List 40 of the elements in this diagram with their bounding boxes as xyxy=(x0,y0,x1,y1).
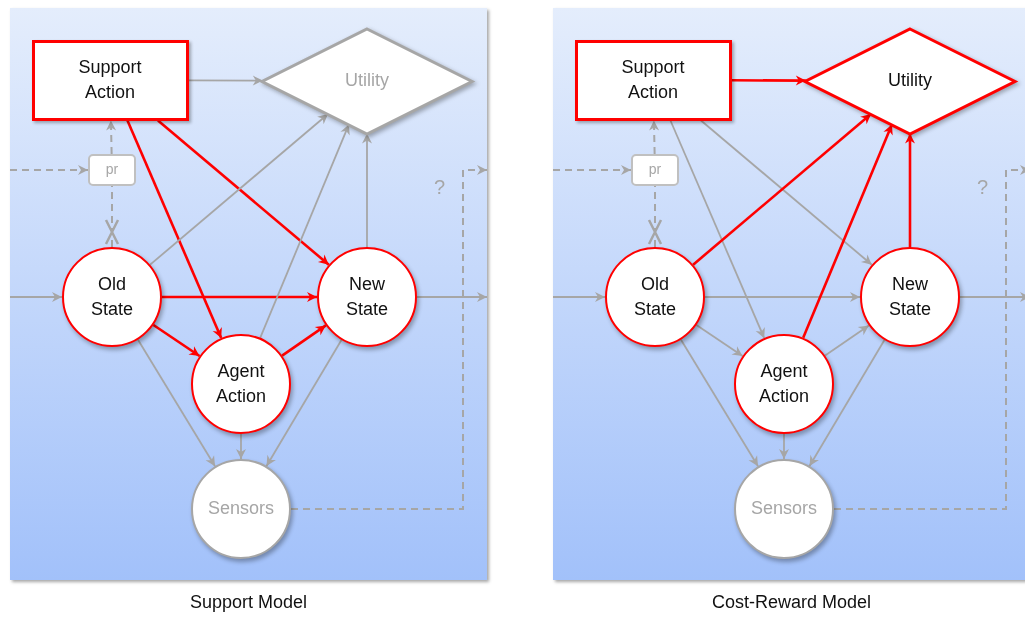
arrow xyxy=(152,323,201,358)
arrow xyxy=(281,324,327,357)
arrow xyxy=(649,119,660,155)
parameter-box: pr xyxy=(88,154,136,186)
arrow xyxy=(808,339,886,467)
arrow xyxy=(680,338,759,468)
arrow xyxy=(290,165,488,510)
process-box: Support Action xyxy=(574,39,732,121)
arrow xyxy=(731,75,806,86)
arrow xyxy=(905,133,915,247)
arrow xyxy=(669,119,766,339)
arrow xyxy=(959,292,1025,302)
arrow xyxy=(9,292,63,302)
arrow xyxy=(259,123,350,339)
arrow xyxy=(833,165,1025,510)
question-mark-label: ? xyxy=(977,176,989,199)
parameter-box: pr xyxy=(631,154,679,186)
arrow xyxy=(416,292,488,302)
arrow xyxy=(552,165,632,175)
arrow xyxy=(236,433,246,460)
arrow xyxy=(695,324,744,357)
arrow xyxy=(137,338,216,468)
arrow xyxy=(362,132,372,248)
arrow xyxy=(162,292,317,302)
arrow xyxy=(187,75,264,86)
arrow xyxy=(824,324,870,357)
panel-caption: Cost-Reward Model xyxy=(710,592,873,613)
question-mark-label: ? xyxy=(434,176,446,199)
arrow xyxy=(779,433,789,460)
process-box: Support Action xyxy=(31,39,189,121)
arrow xyxy=(704,292,861,302)
arrow xyxy=(9,165,89,175)
arrow xyxy=(552,292,606,302)
arrow xyxy=(126,120,223,339)
connector-line xyxy=(654,185,656,248)
arrow xyxy=(265,339,343,467)
connector-line xyxy=(111,185,113,248)
arrow xyxy=(802,123,894,339)
arrow xyxy=(106,119,117,155)
panel-caption: Support Model xyxy=(188,592,309,613)
